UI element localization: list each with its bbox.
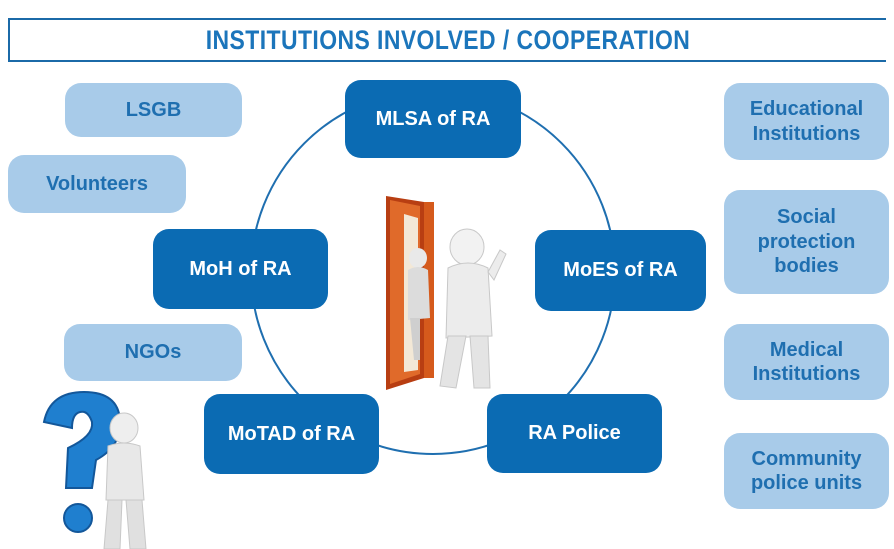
node-mlsa: MLSA of RA (345, 80, 521, 158)
node-community-police-units: Community police units (724, 433, 889, 509)
node-medical-institutions: Medical Institutions (724, 324, 889, 400)
question-mark-figure-illustration (42, 390, 147, 549)
door-figures-illustration (386, 196, 507, 390)
node-social-protection-bodies: Social protection bodies (724, 190, 889, 294)
node-lsgb: LSGB (65, 83, 242, 137)
node-volunteers: Volunteers (8, 155, 186, 213)
node-educational-institutions: Educational Institutions (724, 83, 889, 160)
node-moh: MoH of RA (153, 229, 328, 309)
node-moes: MoES of RA (535, 230, 706, 311)
node-ra-police: RA Police (487, 394, 662, 473)
node-ngos: NGOs (64, 324, 242, 381)
title-banner: INSTITUTIONS INVOLVED / COOPERATION (8, 18, 886, 62)
node-motad: MoTAD of RA (204, 394, 379, 474)
diagram-title: INSTITUTIONS INVOLVED / COOPERATION (205, 24, 691, 55)
